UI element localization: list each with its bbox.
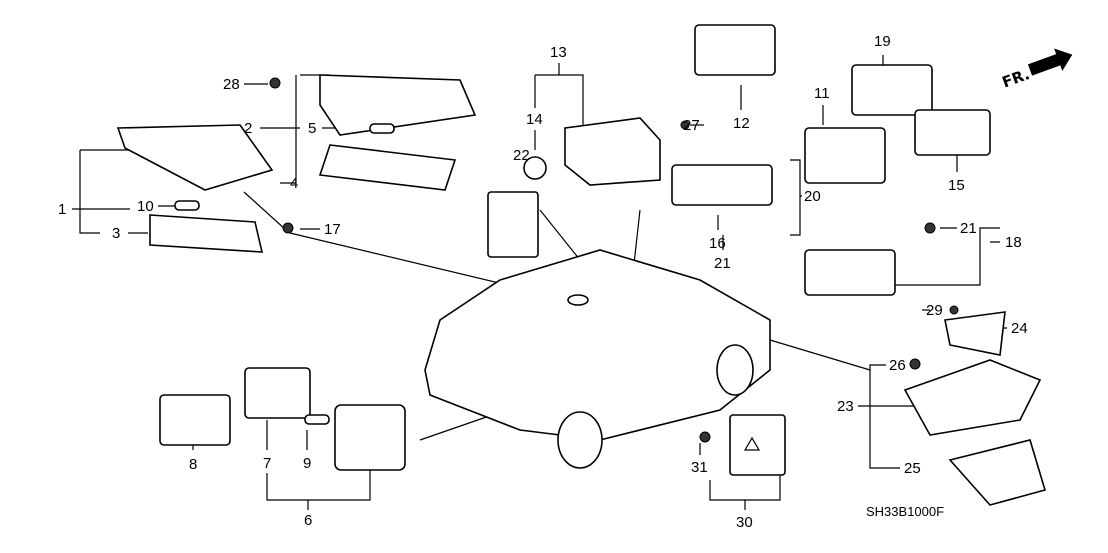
switch-12 — [694, 24, 776, 76]
callout: 18 — [1005, 234, 1022, 251]
bezel-11 — [804, 127, 886, 184]
callout: 31 — [691, 459, 708, 476]
vehicle-outline — [424, 249, 771, 441]
hazard-triangle-icon — [743, 436, 761, 451]
callout: 21 — [714, 255, 731, 272]
callout: 12 — [733, 115, 750, 132]
switch-19 — [851, 64, 933, 116]
callout: 28 — [223, 76, 240, 93]
switch-box-13 — [564, 117, 661, 186]
map-light-housing — [319, 74, 477, 136]
switch-20 — [671, 164, 773, 206]
fr-label: FR. — [1000, 65, 1032, 91]
callout: 15 — [948, 177, 965, 194]
clip-31 — [699, 431, 711, 443]
switch-15 — [914, 109, 991, 156]
callout: 10 — [137, 198, 154, 215]
callout: 6 — [304, 512, 312, 529]
cover-25 — [948, 439, 1047, 506]
callout: 21 — [960, 220, 977, 237]
callout: 24 — [1011, 320, 1028, 337]
callout: 9 — [303, 455, 311, 472]
callout: 23 — [837, 398, 854, 415]
drawing-code: SH33B1000F — [866, 504, 944, 519]
light-8 — [159, 394, 231, 446]
callout: 2 — [244, 120, 252, 137]
holder-23 — [903, 359, 1042, 436]
screw-27 — [680, 120, 690, 130]
callout: 4 — [290, 175, 298, 192]
wheel-icon — [557, 411, 603, 469]
callout: 16 — [709, 235, 726, 252]
callout: 14 — [526, 111, 543, 128]
screw-29 — [949, 305, 959, 315]
callout: 30 — [736, 514, 753, 531]
switch-18 — [804, 249, 896, 296]
screw-17 — [282, 222, 294, 234]
callout: 11 — [814, 85, 830, 102]
knob-14 — [523, 156, 547, 180]
bulb-5 — [369, 123, 395, 134]
arrow-icon — [1027, 48, 1073, 76]
callout: 13 — [550, 44, 567, 61]
callouts: 28 2 5 4 1 10 3 17 13 14 22 12 27 19 11 … — [58, 33, 1028, 531]
callout: 20 — [804, 188, 821, 205]
callout: 8 — [189, 456, 197, 473]
callout: 29 — [926, 302, 943, 319]
callout: 17 — [324, 221, 341, 238]
switch-22 — [487, 191, 539, 258]
light-assembly-1 — [116, 124, 274, 191]
dome-light-spot — [567, 294, 589, 306]
callout: 27 — [683, 117, 700, 134]
clip-21 — [924, 222, 936, 234]
lens-3 — [149, 214, 264, 253]
callout: 19 — [874, 33, 891, 50]
nut-28 — [269, 77, 281, 89]
hazard-switch-30 — [729, 414, 786, 476]
lens-4 — [318, 144, 457, 191]
housing-6 — [334, 404, 406, 471]
callout: 5 — [308, 120, 316, 137]
callout: 26 — [889, 357, 906, 374]
bracket-24 — [944, 311, 1006, 356]
bulb-9 — [304, 414, 330, 425]
lens-7 — [244, 367, 311, 419]
parts — [116, 24, 1047, 506]
callout: 3 — [112, 225, 120, 242]
bulb-10 — [174, 200, 200, 211]
callout: 7 — [263, 455, 271, 472]
front-direction-indicator: FR. — [1000, 48, 1073, 92]
callout: 1 — [58, 201, 66, 218]
callout: 25 — [904, 460, 921, 477]
callout: 22 — [513, 147, 530, 164]
wheel-icon — [716, 344, 754, 396]
clip-26 — [909, 358, 921, 370]
